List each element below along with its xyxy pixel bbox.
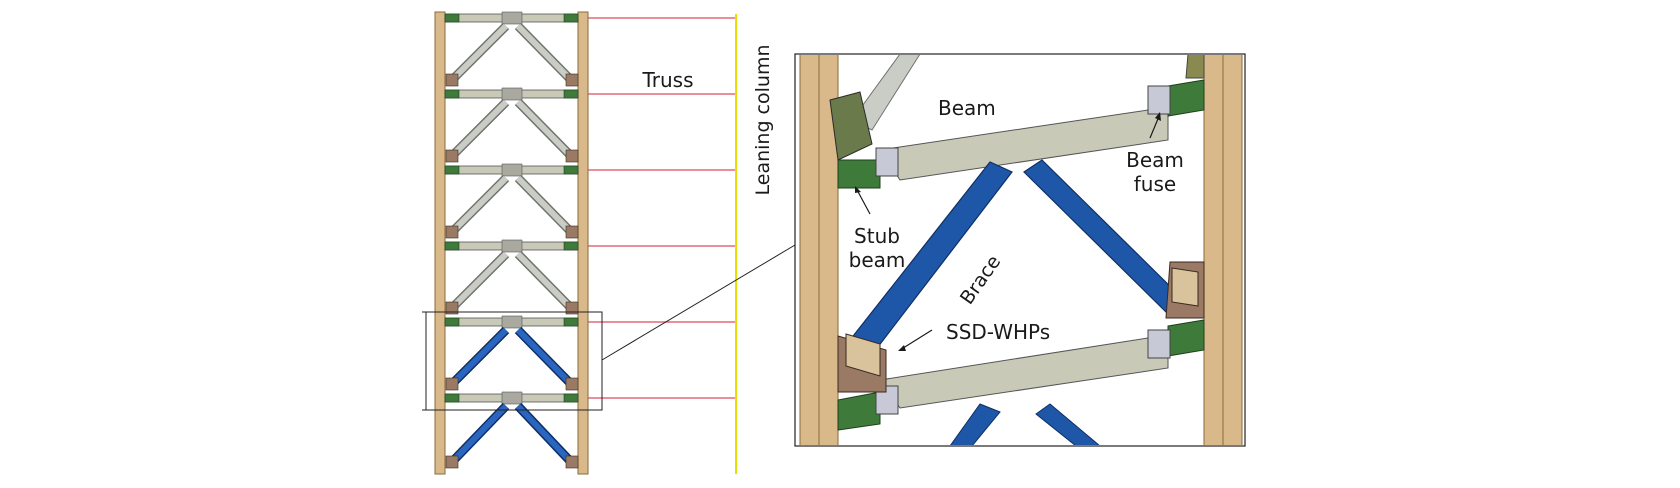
detail-view xyxy=(794,53,1246,447)
frame-elevation xyxy=(422,11,796,475)
ssd-whps-label: SSD-WHPs xyxy=(946,320,1051,344)
detail-columns xyxy=(799,55,1243,445)
beam-fuse-line2: fuse xyxy=(1133,172,1177,196)
stub-beam-label: Stub beam xyxy=(842,224,912,272)
beam-fuse-line1: Beam xyxy=(1126,148,1184,172)
detail-upper-beam xyxy=(829,79,1205,189)
beam-fuse-label: Beam fuse xyxy=(1120,148,1190,196)
leaning-column-label: Leaning column xyxy=(752,44,774,196)
detail-lower-beam xyxy=(837,319,1205,431)
detail-braces xyxy=(849,159,1185,445)
gusset-plates xyxy=(445,73,579,469)
stub-beam-line1: Stub xyxy=(854,224,900,248)
detail-callout xyxy=(422,244,796,411)
right-column xyxy=(577,11,589,475)
stub-beam-line2: beam xyxy=(848,248,906,272)
truss-links xyxy=(588,17,735,399)
truss-label: Truss xyxy=(642,68,694,92)
beam-label: Beam xyxy=(938,96,996,120)
left-column xyxy=(434,11,446,475)
floor-beams xyxy=(444,11,579,405)
ssd-whp-plates xyxy=(837,261,1205,393)
